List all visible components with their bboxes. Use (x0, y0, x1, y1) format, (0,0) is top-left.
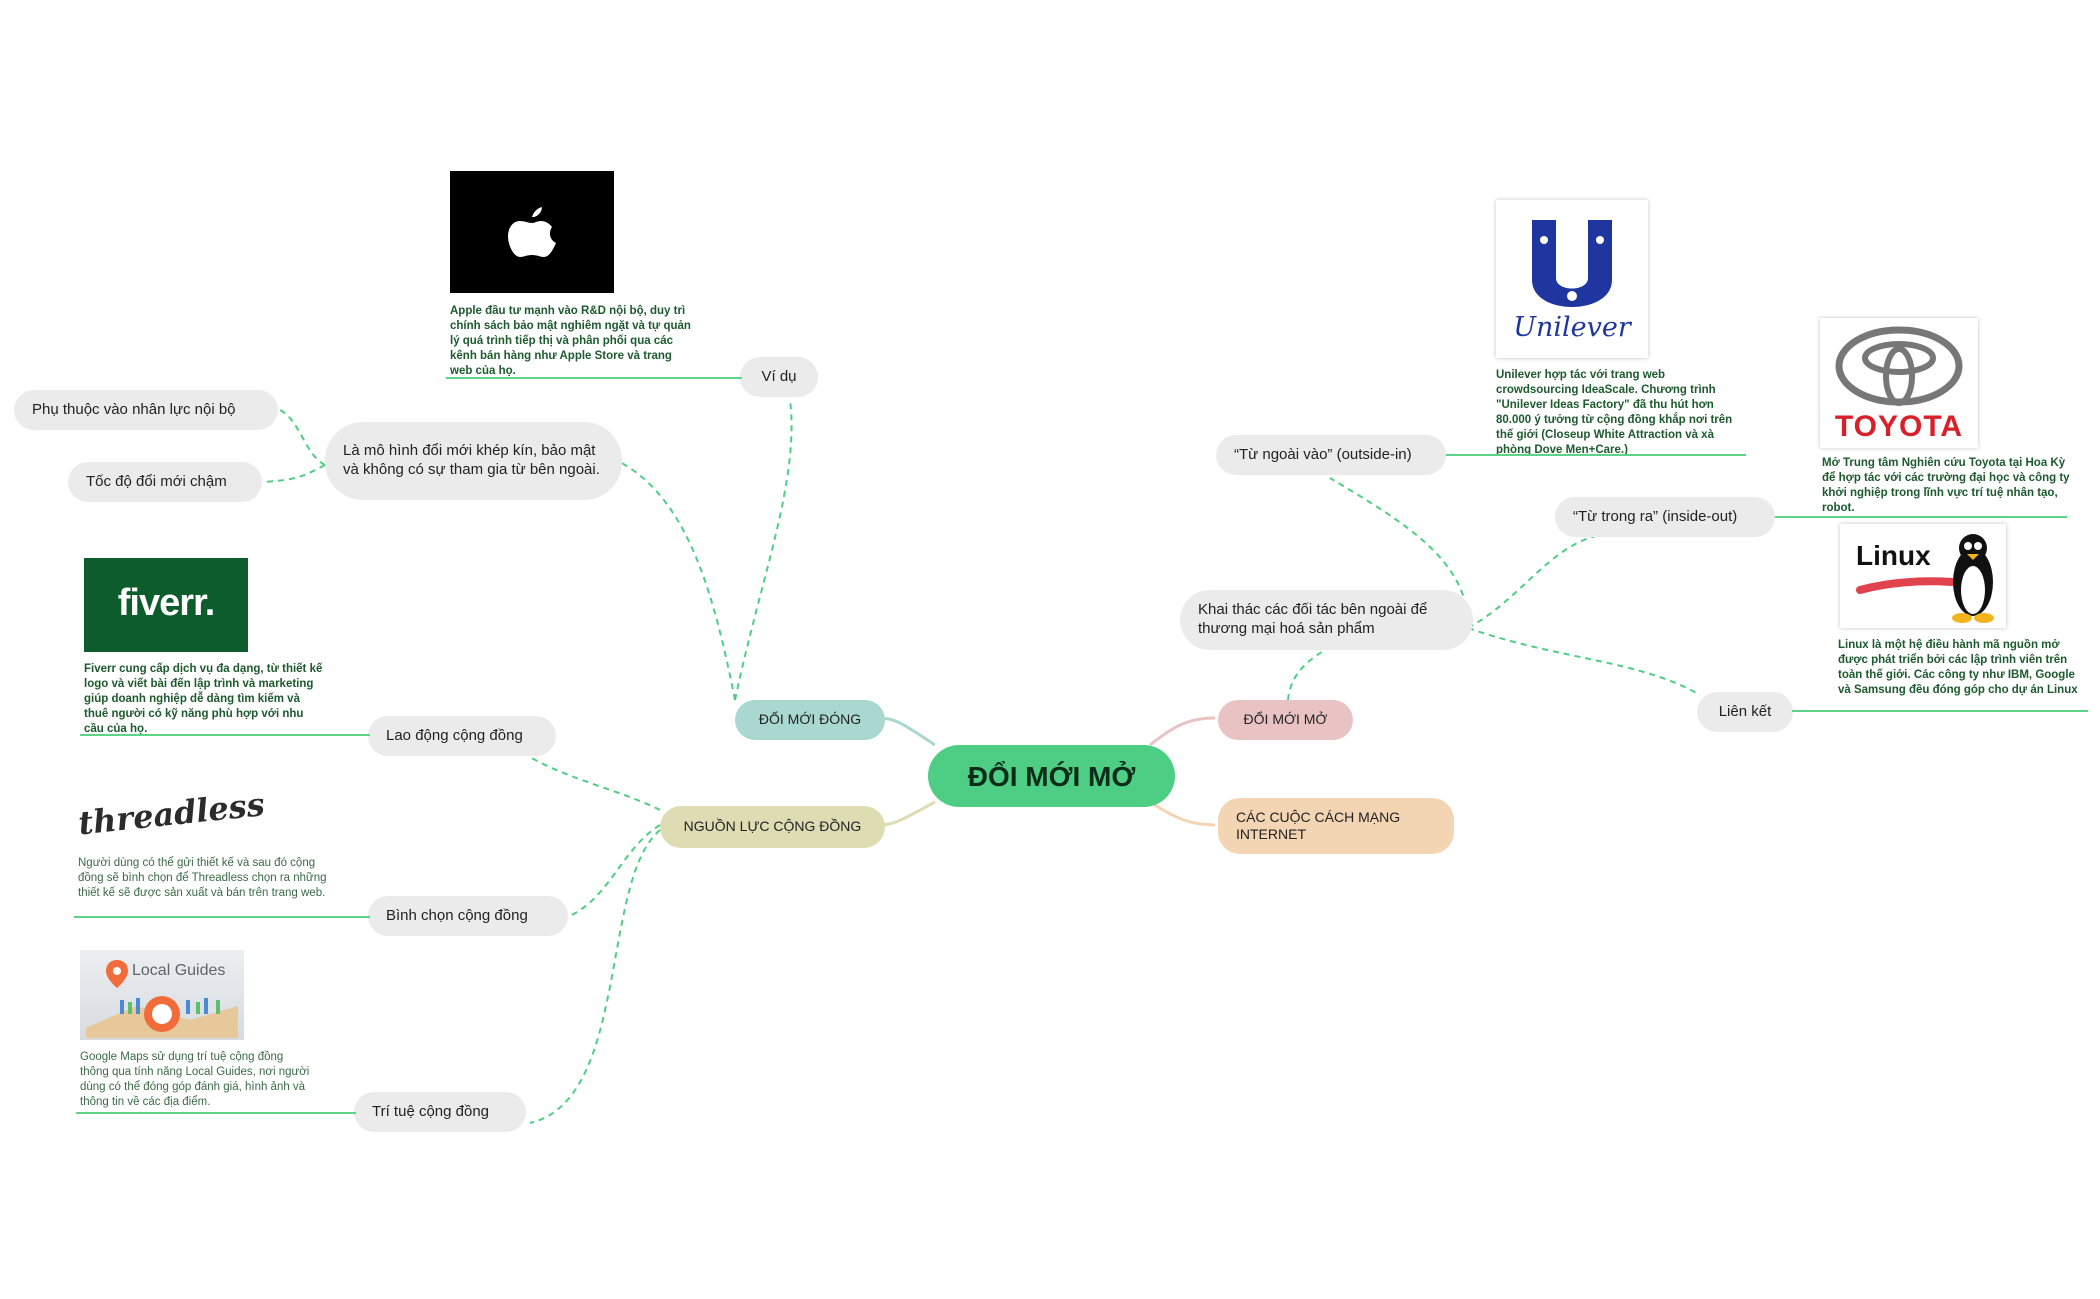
connector-root-community (879, 800, 936, 827)
connector-community-vote (564, 824, 661, 919)
tux-penguin-icon (1856, 534, 1994, 623)
connector-definition-trait1 (279, 409, 326, 466)
closed-definition-node[interactable]: Là mô hình đổi mới khép kín, bảo mật và … (325, 422, 622, 500)
closed-trait-slow-speed[interactable]: Tốc độ đổi mới chậm (68, 462, 262, 502)
connector-root-open (1149, 716, 1216, 747)
local-guides-wordmark: Local Guides (132, 962, 226, 979)
branch-open-innovation[interactable]: ĐỔI MỚI MỞ (1218, 700, 1353, 740)
toyota-emblem-icon (1835, 326, 1963, 406)
apple-logo-image (450, 171, 614, 293)
fiverr-note: Fiverr cung cấp dịch vụ đa dạng, từ thiế… (84, 663, 323, 735)
fiverr-wordmark: fiverr. (117, 582, 216, 624)
connector-closed-example (734, 399, 793, 701)
unilever-logo-image: Unilever (1496, 200, 1648, 358)
closed-example-node[interactable]: Ví dụ (740, 357, 818, 397)
fiverr-logo-image: fiverr. (84, 558, 248, 652)
toyota-wordmark: TOYOTA (1834, 410, 1964, 443)
open-inside-out-node[interactable]: “Từ trong ra” (inside-out) (1555, 497, 1775, 537)
local-guides-note-underline (76, 1112, 356, 1114)
community-wisdom-node[interactable]: Trí tuệ cộng đồng (354, 1092, 526, 1132)
local-guides-logo-image: Local Guides (80, 950, 244, 1040)
linux-note: Linux là một hệ điều hành mã nguồn mở đư… (1838, 639, 2078, 696)
unilever-note: Unilever hợp tác với trang web crowdsour… (1496, 369, 1733, 456)
connector-community-labor (529, 756, 661, 811)
apple-note: Apple đầu tư mạnh vào R&D nội bộ, duy tr… (450, 305, 691, 377)
connector-definition-trait2 (261, 464, 326, 483)
connector-closed-definition (619, 461, 736, 701)
map-pin-icon (86, 960, 238, 1038)
open-exploit-partners-node[interactable]: Khai thác các đối tác bên ngoài để thươn… (1180, 590, 1473, 650)
toyota-note: Mở Trung tâm Nghiên cứu Toyota tại Hoa K… (1822, 457, 2070, 514)
branch-internet-revolution[interactable]: CÁC CUỘC CÁCH MẠNG INTERNET (1218, 798, 1454, 854)
linux-wordmark: Linux (1856, 540, 1931, 571)
branch-community-resources[interactable]: NGUỒN LỰC CỘNG ĐỒNG (660, 806, 885, 848)
threadless-logo-image: threadless (76, 785, 266, 846)
open-outside-in-node[interactable]: “Từ ngoài vào” (outside-in) (1216, 435, 1446, 475)
connector-community-wisdom (529, 829, 661, 1124)
connector-open-exploit (1287, 649, 1326, 701)
community-vote-node[interactable]: Bình chọn cộng đồng (368, 896, 568, 936)
unilever-wordmark: Unilever (1513, 312, 1631, 343)
toyota-logo-image: TOYOTA (1820, 318, 1978, 448)
connector-root-internet (1149, 800, 1216, 827)
closed-trait-internal-staff[interactable]: Phụ thuộc vào nhân lực nội bộ (14, 390, 278, 430)
root-node[interactable]: ĐỔI MỚI MỞ (928, 745, 1175, 807)
linux-note-underline (1792, 710, 2088, 712)
connector-exploit-inside (1467, 534, 1601, 629)
threadless-wordmark: threadless (76, 785, 267, 843)
unilever-u-icon (1532, 220, 1612, 307)
open-link-node[interactable]: Liên kết (1697, 692, 1793, 732)
linux-logo-image: Linux (1840, 524, 2006, 628)
connector-root-closed (879, 716, 936, 747)
local-guides-note: Google Maps sử dụng trí tuệ cộng đồng th… (80, 1051, 310, 1108)
connector-exploit-link (1467, 627, 1701, 696)
fiverr-note-underline (80, 734, 370, 736)
apple-note-underline (446, 377, 742, 379)
toyota-note-underline (1775, 516, 2067, 518)
unilever-note-underline (1446, 454, 1746, 456)
threadless-note-underline (74, 916, 370, 918)
community-labor-node[interactable]: Lao động cộng đồng (368, 716, 556, 756)
threadless-note: Người dùng có thể gửi thiết kế và sau đó… (78, 857, 327, 899)
apple-icon (508, 207, 556, 257)
branch-closed-innovation[interactable]: ĐỔI MỚI ĐÓNG (735, 700, 885, 740)
